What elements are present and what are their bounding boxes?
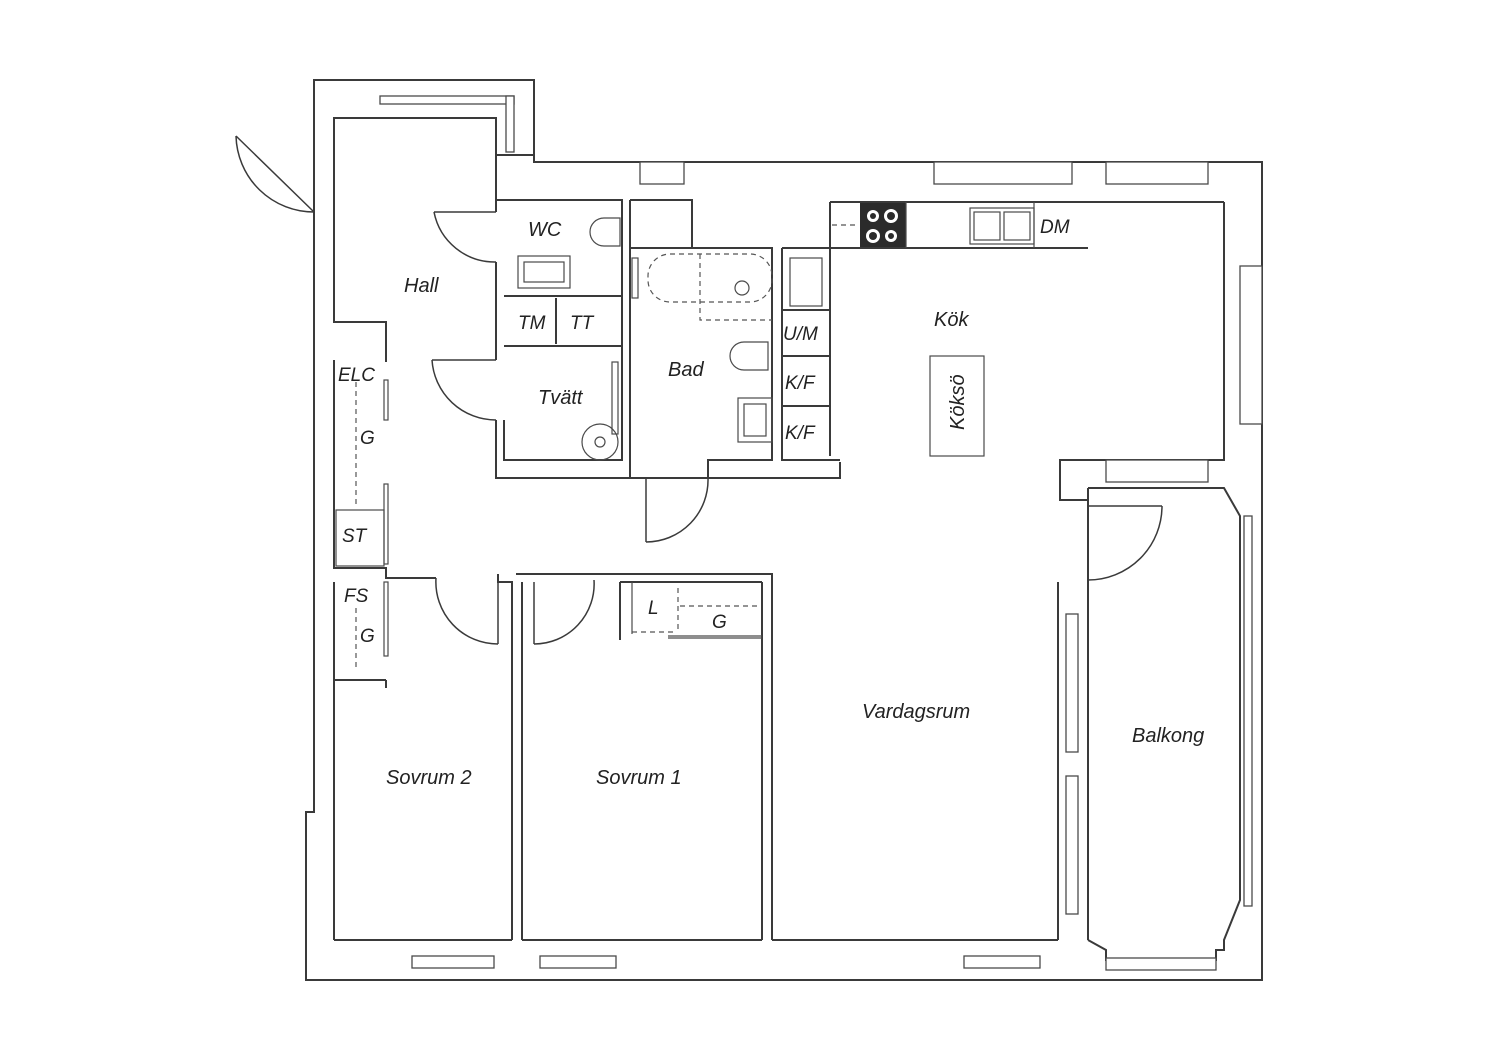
windows [379, 95, 1263, 971]
room-label-vardagsrum: Vardagsrum [862, 701, 970, 723]
room-label-hall: Hall [404, 275, 439, 297]
bad-sink-icon [737, 397, 773, 443]
room-label-koksö: Köksö [947, 374, 969, 430]
label-g-hall: G [360, 428, 375, 449]
kitchen-island [929, 355, 985, 457]
room-label-sovrum1: Sovrum 1 [596, 767, 682, 789]
label-g-hall-2: G [360, 626, 375, 647]
fixture-labels: TM TT DM U/M K/F K/F ELC G ST FS G L G [338, 217, 1070, 647]
label-kf-1: K/F [785, 373, 816, 394]
room-label-balkong: Balkong [1132, 725, 1204, 747]
exterior-walls [305, 79, 1263, 981]
room-labels: Hall WC Tvätt Bad Kök Vardagsrum Balkong… [386, 219, 1204, 789]
room-label-sovrum2: Sovrum 2 [386, 767, 472, 789]
label-dm: DM [1040, 217, 1070, 238]
label-l: L [648, 598, 659, 619]
label-tt: TT [570, 313, 595, 334]
interior-walls [333, 155, 1241, 961]
wc-toilet-icon [589, 217, 621, 247]
label-um: U/M [783, 324, 818, 345]
room-label-tvatt: Tvätt [538, 387, 584, 409]
bathtub-icon [647, 253, 773, 303]
room-label-kok: Kök [934, 309, 969, 331]
stove-icon [860, 203, 906, 247]
room-label-wc: WC [528, 219, 562, 241]
room-label-bad: Bad [668, 359, 704, 381]
label-kf-2: K/F [785, 423, 816, 444]
floor-drain-icon [581, 423, 619, 461]
label-g-sovrum1: G [712, 612, 727, 633]
kitchen-sink-icon [969, 207, 1035, 245]
wc-sink-icon [517, 255, 571, 289]
label-fs: FS [344, 586, 369, 607]
fixtures [335, 202, 1088, 670]
bad-toilet-icon [729, 341, 769, 371]
doors [235, 135, 1163, 645]
label-tm: TM [518, 313, 546, 334]
label-st: ST [342, 526, 368, 547]
label-elc: ELC [338, 365, 375, 386]
